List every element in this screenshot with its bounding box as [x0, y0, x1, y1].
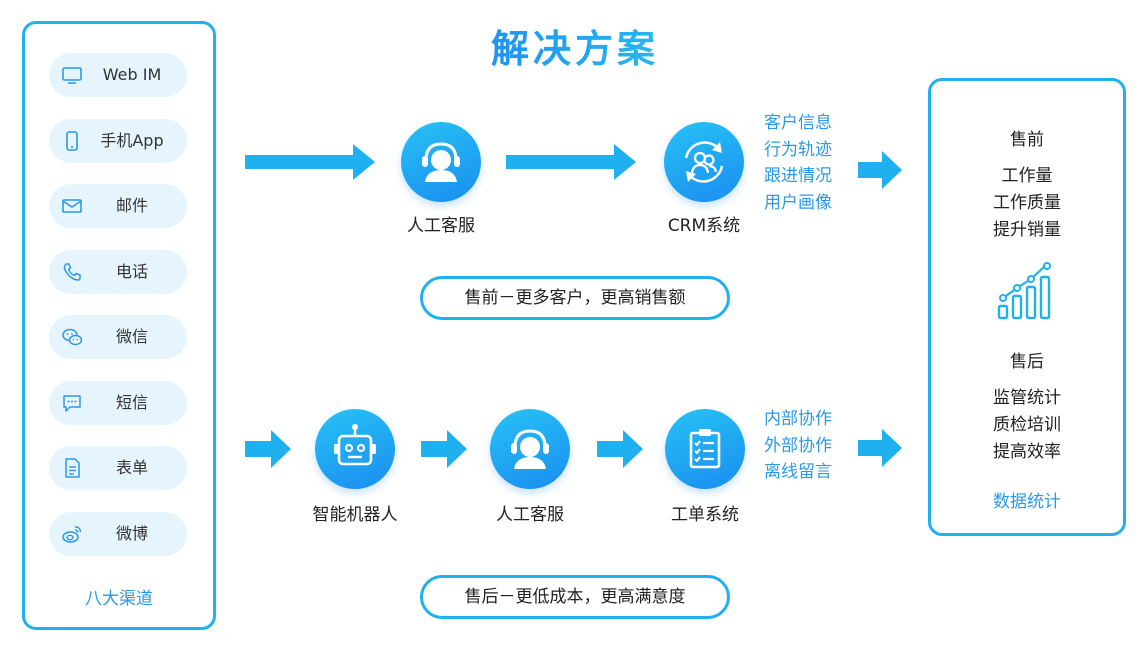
channel-web-im[interactable]: Web IM: [49, 53, 187, 97]
channels-footer: 八大渠道: [85, 589, 153, 609]
growth-chart-icon: [996, 260, 1058, 326]
result-item: 工作量: [1001, 166, 1053, 186]
note-item: 内部协作: [764, 409, 832, 429]
page-title: 解决方案: [440, 18, 710, 73]
results-panel: [928, 78, 1126, 536]
note-item: 离线留言: [764, 462, 832, 482]
ticket-notes: 内部协作 外部协作 离线留言: [764, 406, 832, 486]
channel-label: 微信: [115, 327, 148, 346]
channel-mobile-app[interactable]: 手机App: [49, 119, 187, 163]
channel-label: 邮件: [115, 196, 148, 215]
headset-agent-icon: [422, 142, 460, 182]
flow-arrow: [858, 428, 902, 468]
channel-label: 电话: [115, 262, 148, 281]
headset-agent-icon: [511, 429, 549, 469]
result-item: 工作质量: [993, 193, 1061, 213]
sms-icon: [61, 392, 83, 414]
note-item: 行为轨迹: [764, 139, 832, 160]
results-footer: 数据统计: [993, 492, 1061, 512]
channel-weibo[interactable]: 微博: [49, 512, 187, 556]
presale-summary-pill: 售前－更多客户，更高销售额: [420, 276, 730, 320]
flow-arrow: [858, 150, 902, 190]
node-label: 人工客服: [407, 216, 475, 236]
node-ticket-system: [665, 409, 745, 489]
crm-users-icon: [684, 141, 724, 183]
flow-arrow: [506, 142, 636, 182]
note-item: 客户信息: [764, 113, 832, 133]
node-label: CRM系统: [667, 216, 741, 236]
telephone-icon: [61, 261, 83, 283]
clipboard-checklist-icon: [689, 429, 721, 469]
presale-heading: 售前: [1010, 130, 1044, 150]
channel-sms[interactable]: 短信: [49, 381, 187, 425]
channel-wechat[interactable]: 微信: [49, 315, 187, 359]
form-icon: [61, 457, 83, 479]
robot-icon: [334, 424, 376, 466]
node-human-agent: [490, 409, 570, 489]
node-label: 人工客服: [496, 505, 564, 525]
result-item: 提高效率: [993, 442, 1061, 462]
channel-label: 表单: [115, 458, 148, 477]
flow-arrow: [245, 429, 291, 469]
node-label: 智能机器人: [312, 505, 398, 525]
result-item: 质检培训: [993, 415, 1061, 435]
flow-arrow: [245, 142, 375, 182]
mail-icon: [61, 195, 83, 217]
node-robot: [315, 409, 395, 489]
channel-label: 微博: [115, 524, 148, 543]
crm-notes: 客户信息 行为轨迹 跟进情况 用户画像: [764, 110, 832, 216]
channel-label: 手机App: [100, 131, 164, 150]
node-human-agent: [401, 122, 481, 202]
note-item: 跟进情况: [764, 166, 832, 186]
channels-panel: [22, 21, 216, 630]
channel-email[interactable]: 邮件: [49, 184, 187, 228]
phone-icon: [61, 130, 83, 152]
note-item: 外部协作: [764, 435, 832, 456]
channel-form[interactable]: 表单: [49, 446, 187, 490]
flow-arrow: [597, 429, 643, 469]
note-item: 用户画像: [764, 192, 832, 213]
result-item: 监管统计: [993, 388, 1061, 408]
aftersale-summary-pill: 售后－更低成本，更高满意度: [420, 575, 730, 619]
aftersale-heading: 售后: [1010, 352, 1044, 372]
channel-label: Web IM: [102, 65, 162, 84]
result-item: 提升销量: [993, 220, 1061, 240]
flow-arrow: [421, 429, 467, 469]
node-label: 工单系统: [671, 505, 739, 525]
node-crm: [664, 122, 744, 202]
channel-phone[interactable]: 电话: [49, 250, 187, 294]
weibo-icon: [61, 523, 83, 545]
monitor-icon: [61, 64, 83, 86]
channel-label: 短信: [115, 393, 148, 412]
wechat-icon: [61, 326, 83, 348]
